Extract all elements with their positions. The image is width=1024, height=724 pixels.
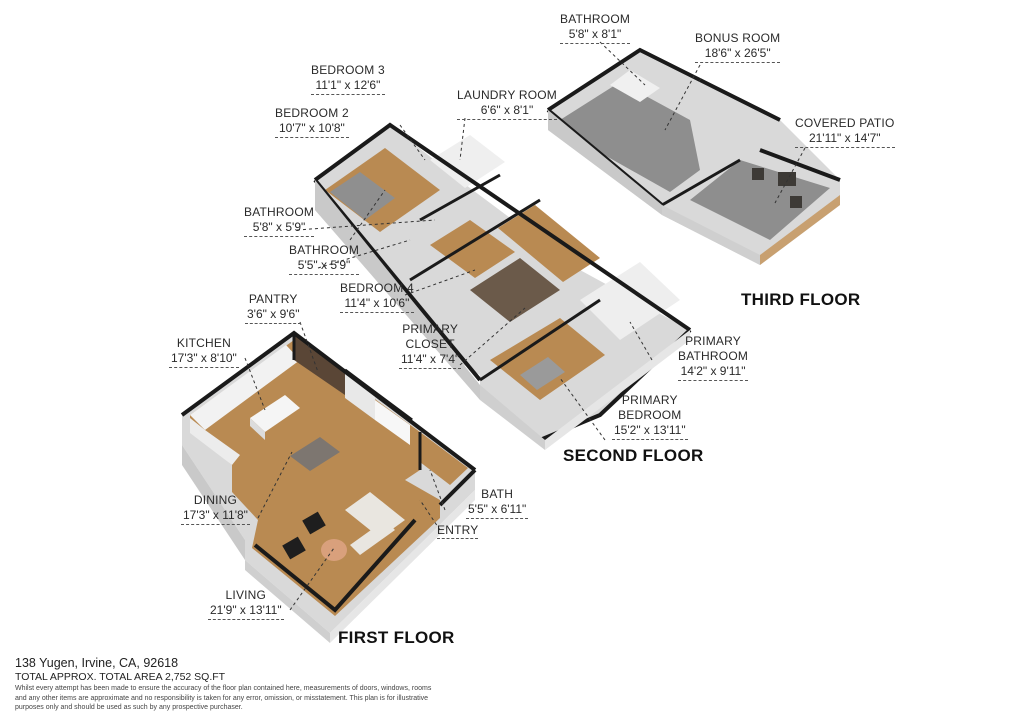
room-label-entry: ENTRY (437, 523, 479, 539)
total-area: TOTAL APPROX. TOTAL AREA 2,752 SQ.FT (15, 671, 226, 683)
second-floor-model (313, 122, 692, 450)
room-label-bath: BATH 5'5" x 6'11" (466, 487, 529, 519)
floor-title-first: FIRST FLOOR (338, 628, 455, 647)
room-label-second-bathroom-1: BATHROOM 5'8" x 5'9" (244, 205, 315, 237)
third-floor-model (546, 47, 841, 265)
room-label-bedroom-4: BEDROOM 4 11'4" x 10'6" (340, 281, 414, 313)
floor-title-third: THIRD FLOOR (741, 290, 861, 309)
room-label-second-bathroom-2: BATHROOM 5'5" x 5'9" (289, 243, 360, 275)
room-label-bedroom-3: BEDROOM 3 11'1" x 12'6" (311, 63, 385, 95)
property-address: 138 Yugen, Irvine, CA, 92618 (15, 656, 179, 670)
room-label-primary-bedroom: PRIMARY BEDROOM 15'2" x 13'11" (612, 393, 688, 440)
room-label-pantry: PANTRY 3'6" x 9'6" (245, 292, 302, 324)
room-label-living: LIVING 21'9" x 13'11" (208, 588, 284, 620)
leader-lines (244, 41, 806, 611)
room-label-dining: DINING 17'3" x 11'8" (181, 493, 250, 525)
floor-title-second: SECOND FLOOR (563, 446, 704, 465)
room-label-bonus-room: BONUS ROOM 18'6" x 26'5" (695, 31, 781, 63)
plan-footer: 138 Yugen, Irvine, CA, 92618 TOTAL APPRO… (15, 656, 435, 713)
first-floor-model (180, 330, 477, 643)
room-label-covered-patio: COVERED PATIO 21'11" x 14'7" (795, 116, 895, 148)
room-label-primary-bathroom: PRIMARY BATHROOM 14'2" x 9'11" (678, 334, 749, 381)
room-label-laundry-room: LAUNDRY ROOM 6'6" x 8'1" (457, 88, 557, 120)
room-label-bedroom-2: BEDROOM 2 10'7" x 10'8" (275, 106, 349, 138)
room-label-kitchen: KITCHEN 17'3" x 8'10" (169, 336, 239, 368)
room-label-third-bathroom: BATHROOM 5'8" x 8'1" (560, 12, 631, 44)
room-label-primary-closet: PRIMARY CLOSET 11'4" x 7'4" (399, 322, 462, 369)
disclaimer-text: Whilst every attempt has been made to en… (15, 685, 432, 711)
